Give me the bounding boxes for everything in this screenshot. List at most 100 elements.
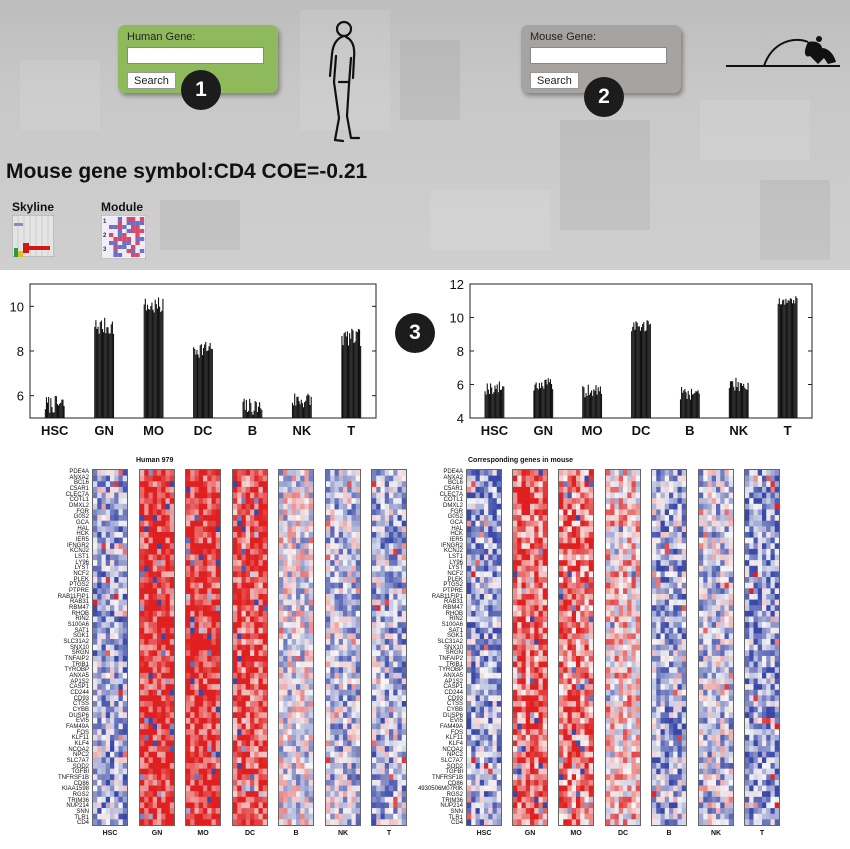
heatmap-cell (334, 531, 340, 538)
heatmap-cell (334, 678, 340, 685)
heatmap-cell (343, 644, 348, 651)
heatmap-cell (326, 526, 331, 533)
heatmap-cell (291, 661, 297, 668)
heatmap-cell (296, 639, 301, 645)
bar (494, 385, 496, 418)
skyline-view-button[interactable]: Skyline (12, 201, 54, 257)
heatmap-cell (207, 531, 212, 538)
heatmap-cell (389, 554, 394, 561)
heatmap-cell (304, 481, 310, 488)
heatmap-cell (157, 577, 162, 583)
heatmap-cell (118, 565, 124, 572)
heatmap-cell (279, 498, 284, 505)
gene-label: CTSS (72, 701, 89, 708)
heatmap-cell (140, 588, 145, 595)
mouse-search-button[interactable]: Search (530, 72, 579, 89)
heatmap-cell (105, 599, 111, 606)
heatmap-cell (93, 548, 98, 555)
heatmap-cell (296, 475, 301, 482)
bar (592, 395, 594, 418)
heatmap-cell (308, 734, 313, 741)
heatmap-cell (283, 655, 288, 662)
heatmap-cell (291, 802, 297, 809)
heatmap-cell (152, 785, 158, 792)
gene-label: FGR (76, 508, 89, 515)
bar (746, 389, 748, 418)
heatmap-cell (291, 526, 297, 533)
heatmap-cell (308, 560, 313, 567)
heatmap-cell (203, 616, 208, 623)
heatmap-cell (538, 695, 544, 702)
heatmap-cell (492, 543, 498, 550)
heatmap-cell (355, 520, 360, 527)
heatmap-cell (250, 667, 255, 674)
heatmap-cell (152, 492, 158, 499)
heatmap-cell (517, 610, 522, 617)
bar (355, 331, 357, 418)
heatmap-cell (97, 667, 102, 674)
heatmap-cell (338, 650, 344, 657)
heatmap-cell (190, 633, 195, 640)
gene-label: TRIM36 (67, 797, 89, 804)
heatmap-cell (169, 582, 174, 589)
heatmap-cell (542, 492, 547, 499)
heatmap-cell (194, 785, 200, 792)
heatmap-cell (343, 588, 348, 595)
heatmap-cell (393, 520, 398, 527)
heatmap-cell (101, 695, 107, 702)
heatmap-cell (488, 498, 493, 505)
heatmap-cell (300, 503, 305, 510)
heatmap-cell (355, 734, 360, 741)
heatmap-cell (542, 577, 547, 583)
heatmap-cell (542, 796, 547, 803)
heatmap-cell (534, 599, 539, 606)
heatmap-cell (343, 723, 348, 730)
heatmap-cell (198, 503, 204, 510)
heatmap-cell (198, 543, 204, 550)
heatmap-cell (207, 616, 212, 623)
bar (358, 329, 361, 418)
heatmap-cell (291, 622, 297, 629)
heatmap-cell (291, 785, 297, 792)
heatmap-cell (203, 548, 208, 555)
bar (695, 391, 697, 418)
heatmap-cell (157, 757, 162, 764)
bar (785, 298, 787, 418)
human-gene-input[interactable] (127, 47, 264, 64)
bar (356, 332, 358, 418)
heatmap-cell (479, 639, 485, 645)
heatmap-cell (215, 712, 220, 719)
heatmap-cell (140, 470, 145, 476)
heatmap-cell (389, 763, 394, 769)
heatmap-cell (471, 577, 476, 583)
heatmap-cell (169, 554, 174, 561)
human-search-button[interactable]: Search (127, 72, 176, 89)
heatmap-cell (401, 492, 406, 499)
heatmap-cell (118, 768, 124, 775)
heatmap-cell (492, 802, 498, 809)
heatmap-cell (513, 746, 518, 753)
heatmap-cell (101, 492, 107, 499)
heatmap-cell (152, 819, 158, 825)
gene-label: TRIM36 (441, 797, 463, 804)
heatmap-cell (525, 723, 531, 730)
heatmap-cell (525, 655, 531, 662)
heatmap-cell (347, 672, 352, 679)
heatmap-cell (389, 667, 394, 674)
heatmap-cell (475, 537, 481, 544)
mouse-gene-input[interactable] (530, 47, 667, 64)
heatmap-cell (97, 796, 102, 803)
result-title: Mouse gene symbol:CD4 COE=-0.21 (6, 160, 368, 183)
heatmap-cell (118, 599, 124, 606)
heatmap-cell (308, 639, 313, 645)
heatmap-cell (372, 498, 377, 505)
heatmap-cell (110, 543, 115, 550)
heatmap-cell (186, 695, 191, 702)
gene-label: TLR1 (448, 814, 463, 821)
heatmap-cell (148, 763, 154, 769)
heatmap-cell (110, 588, 115, 595)
heatmap-cell (262, 554, 267, 561)
heatmap-cell (479, 470, 485, 476)
heatmap-cell (279, 526, 284, 533)
